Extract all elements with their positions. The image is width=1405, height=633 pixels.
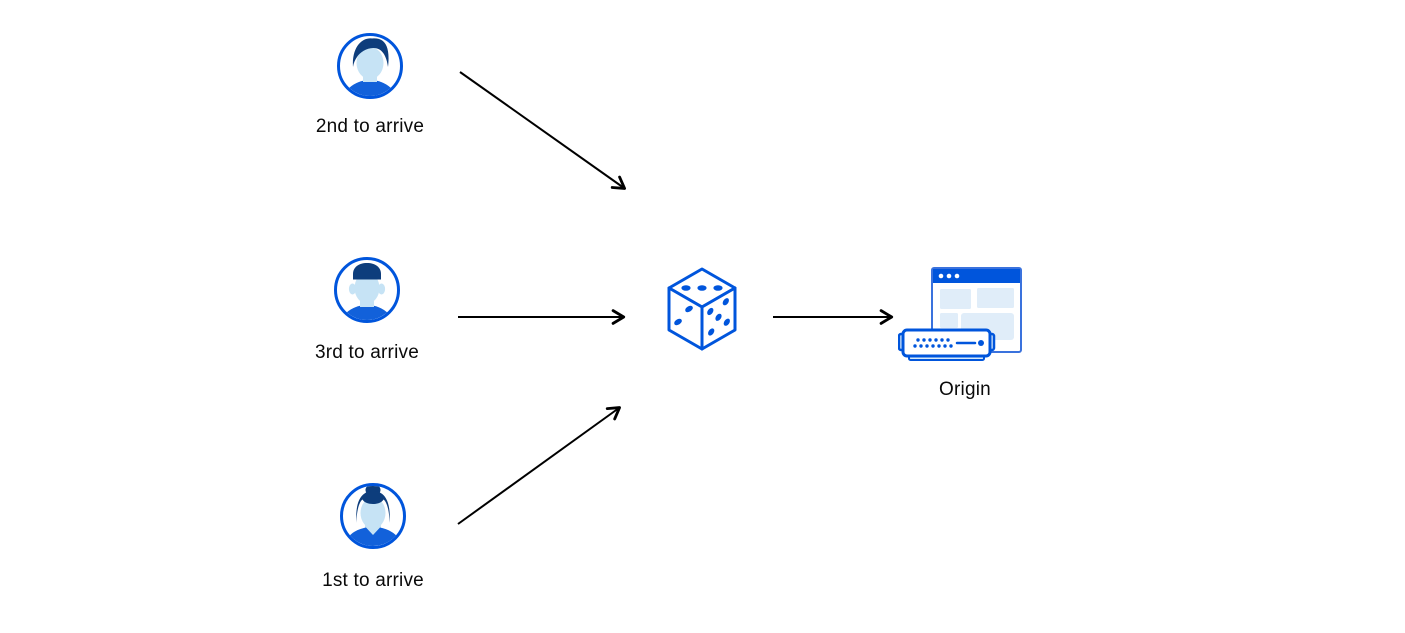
arrow-client1-to-dice (457, 406, 621, 525)
client-label: 1st to arrive (322, 570, 424, 591)
client-label: 2nd to arrive (315, 116, 425, 137)
person-avatar-icon (334, 257, 400, 323)
origin-label: Origin (939, 379, 991, 400)
server-led-pattern (913, 338, 953, 348)
client-label: 3rd to arrive (315, 342, 419, 363)
dice-icon (667, 267, 737, 351)
person-avatar-icon (340, 483, 406, 549)
person-avatar-icon (337, 33, 403, 99)
arrow-client2-to-dice (459, 71, 626, 190)
origin-server-icon (898, 267, 1022, 361)
